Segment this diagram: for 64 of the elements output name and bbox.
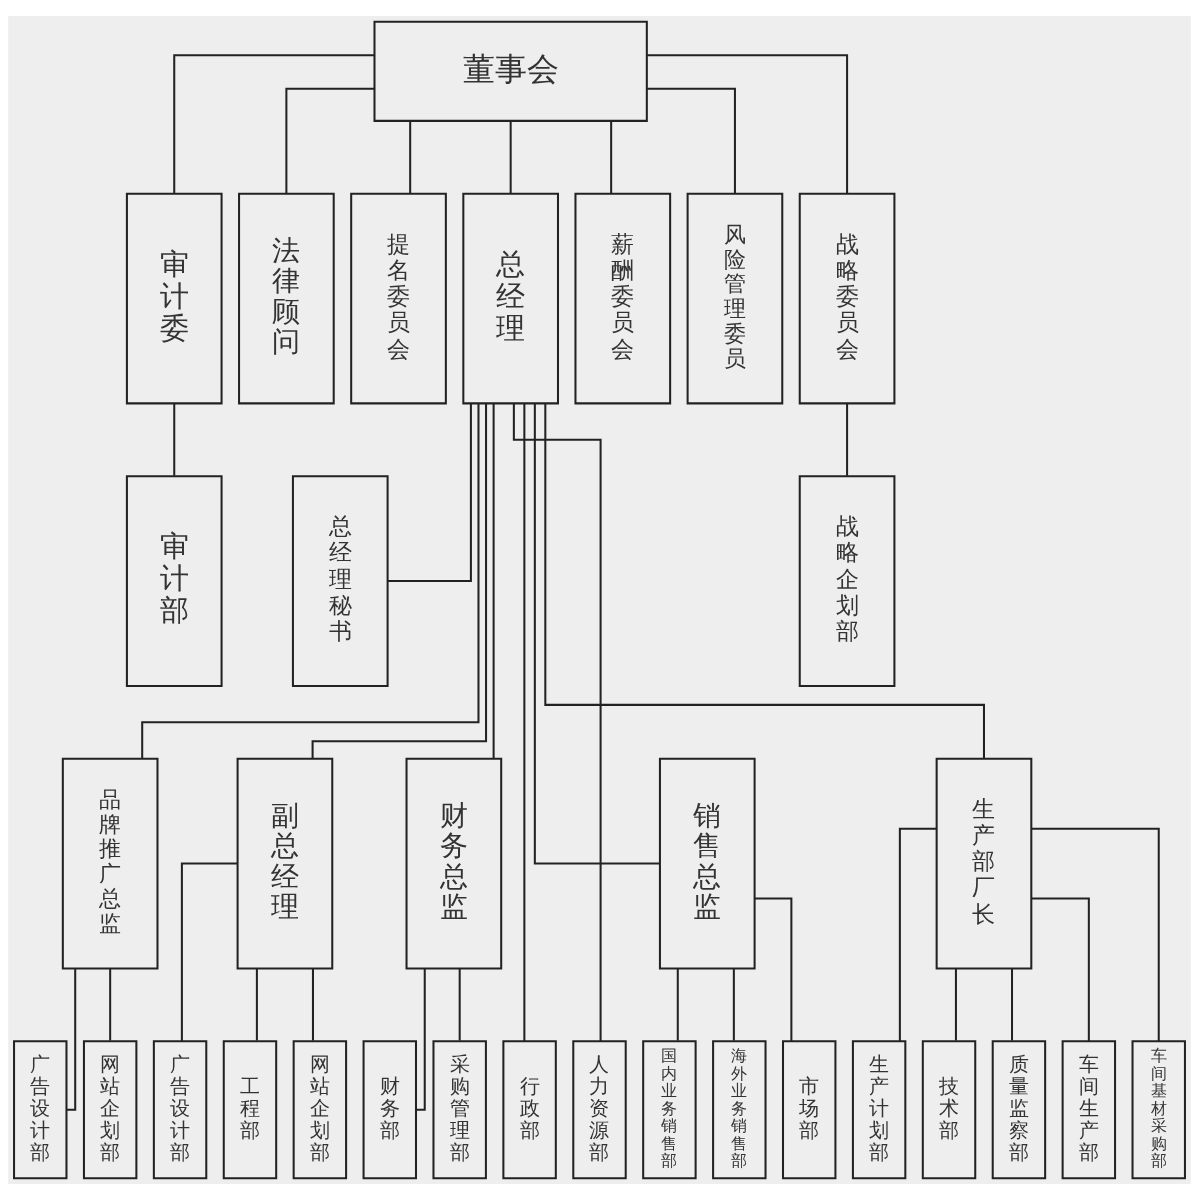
connector bbox=[109, 968, 112, 1041]
node-box: 生产部厂长 bbox=[935, 757, 1033, 970]
node-box: 审计委 bbox=[125, 192, 223, 405]
connector bbox=[409, 121, 412, 194]
node-box: 市场部 bbox=[782, 1040, 837, 1180]
node-box: 财务部 bbox=[362, 1040, 417, 1180]
node-box: 销售总监 bbox=[658, 757, 756, 970]
node-box: 总经理秘书 bbox=[291, 475, 389, 687]
connector bbox=[1031, 897, 1090, 1042]
node-box: 风险管理委员 bbox=[686, 192, 784, 405]
connector bbox=[180, 862, 238, 1042]
node-box: 网站企划部 bbox=[82, 1040, 138, 1180]
node-box: 财务总监 bbox=[405, 757, 503, 970]
node-box: 品牌推广总监 bbox=[61, 757, 159, 970]
node-box: 生产计划部 bbox=[851, 1040, 907, 1180]
node-box: 车间生产部 bbox=[1061, 1040, 1117, 1180]
connector bbox=[512, 403, 602, 1042]
node-box: 质量监察部 bbox=[991, 1040, 1047, 1180]
connector bbox=[954, 968, 957, 1041]
connector bbox=[492, 403, 495, 759]
connector bbox=[416, 968, 426, 1111]
connector bbox=[1011, 968, 1014, 1041]
node-box: 法律顾问 bbox=[238, 192, 335, 405]
connector bbox=[255, 968, 258, 1041]
connector bbox=[754, 897, 793, 1042]
node-box: 战略委员会 bbox=[798, 192, 896, 405]
connector bbox=[173, 403, 176, 476]
node-box: 技术部 bbox=[921, 1040, 977, 1180]
connector bbox=[523, 403, 526, 1041]
node-box: 车间基材采购部 bbox=[1131, 1040, 1186, 1180]
node-box: 薪酬委员会 bbox=[574, 192, 672, 405]
connector bbox=[66, 968, 77, 1111]
node-box: 总经理 bbox=[462, 192, 559, 405]
node-box: 国内业务销售部 bbox=[642, 1040, 697, 1180]
node-box: 采购管理部 bbox=[432, 1040, 487, 1180]
connector bbox=[1031, 827, 1160, 1041]
connector bbox=[646, 87, 736, 194]
connector bbox=[898, 827, 937, 1041]
connector bbox=[387, 403, 472, 583]
node-box: 战略企划部 bbox=[798, 475, 896, 687]
connector bbox=[846, 403, 849, 476]
connector bbox=[732, 968, 735, 1041]
connector bbox=[544, 403, 985, 759]
connector bbox=[610, 121, 613, 194]
node-box: 副总经理 bbox=[236, 757, 334, 970]
connector bbox=[311, 968, 314, 1041]
node-box: 人力资源部 bbox=[572, 1040, 627, 1180]
connector bbox=[676, 968, 679, 1041]
node-box: 提名委员会 bbox=[350, 192, 447, 405]
node-box: 审计部 bbox=[125, 475, 223, 687]
connector bbox=[141, 403, 480, 759]
node-box: 董事会 bbox=[373, 20, 648, 122]
connector bbox=[509, 121, 512, 194]
connector bbox=[533, 403, 660, 865]
connector bbox=[458, 968, 461, 1041]
connector bbox=[173, 54, 375, 194]
connector bbox=[285, 87, 375, 194]
node-box: 网站企划部 bbox=[292, 1040, 348, 1180]
connector bbox=[647, 54, 849, 194]
node-box: 工程部 bbox=[222, 1040, 278, 1180]
node-box: 广告设计部 bbox=[13, 1040, 68, 1180]
node-box: 海外业务销售部 bbox=[712, 1040, 767, 1180]
node-box: 广告设计部 bbox=[152, 1040, 208, 1180]
node-box: 行政部 bbox=[502, 1040, 557, 1180]
